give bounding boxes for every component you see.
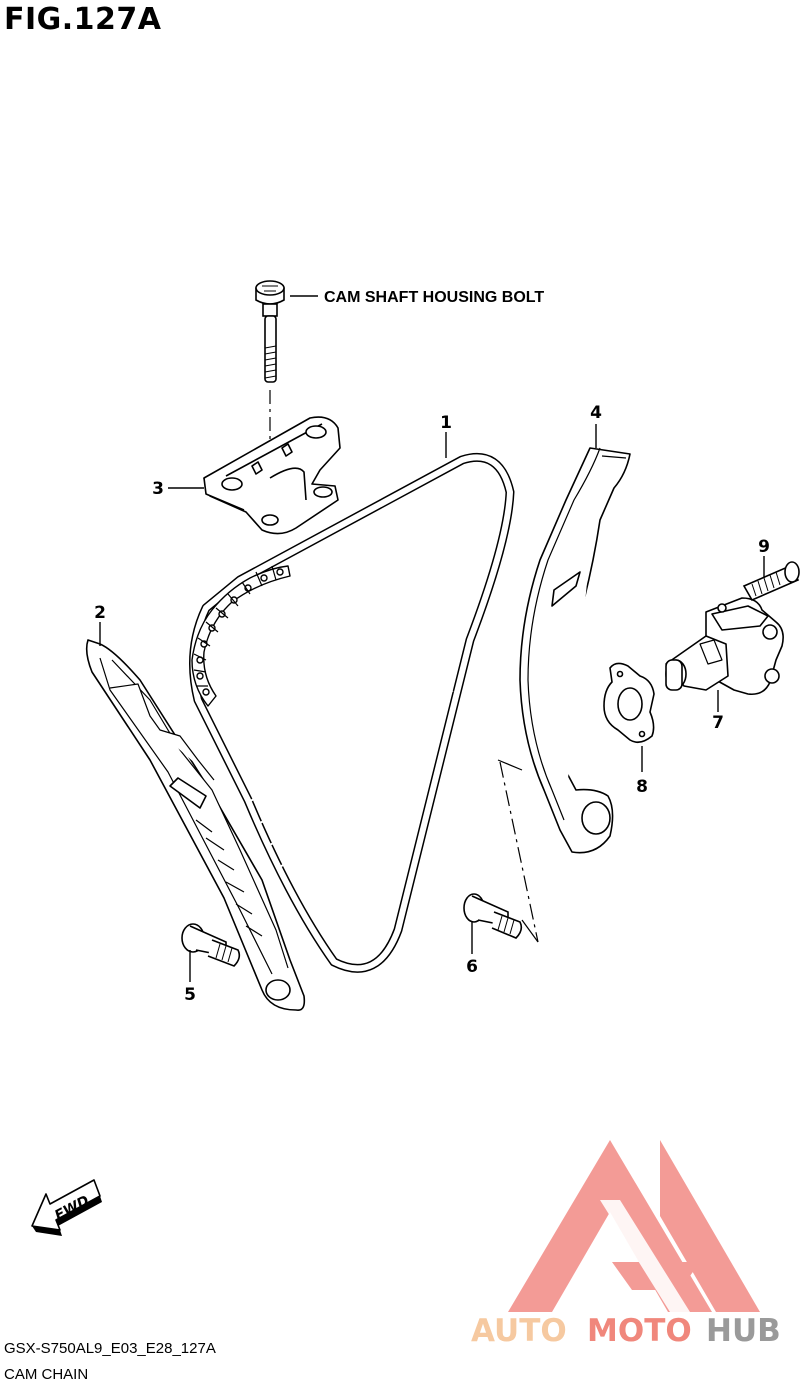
bolt-annotation: CAM SHAFT HOUSING BOLT: [324, 289, 544, 306]
figure-title: FIG.127A: [4, 2, 162, 37]
callout-4: 4: [590, 403, 602, 423]
callout-2: 2: [94, 603, 106, 623]
watermark-hub: HUB: [706, 1313, 781, 1349]
callout-7: 7: [712, 713, 724, 733]
part-4-tensioner-arm: [519, 447, 631, 854]
part-7-tensioner-adjuster: [665, 597, 784, 696]
part-2-chain-guide: [85, 639, 306, 1012]
callout-6: 6: [466, 957, 478, 977]
part-8-gasket: [603, 662, 655, 744]
watermark-auto: AUTO: [471, 1313, 567, 1349]
section-name: CAM CHAIN: [4, 1366, 89, 1383]
part-6-bolt: [463, 893, 523, 939]
watermark-text: AUTO MOTO HUB: [471, 1313, 781, 1349]
part-1-cam-chain: [189, 452, 515, 973]
callout-1: 1: [440, 413, 452, 433]
callout-5: 5: [184, 985, 196, 1005]
callout-9: 9: [758, 537, 770, 557]
part-5-bolt: [181, 923, 241, 967]
callout-3: 3: [152, 479, 164, 499]
alignment-lines: [497, 759, 539, 943]
watermark-moto: MOTO: [587, 1313, 692, 1349]
callout-8: 8: [636, 777, 648, 797]
model-code: GSX-S750AL9_E03_E28_127A: [4, 1340, 216, 1357]
fwd-arrow-icon: [31, 1179, 102, 1236]
part-3-bracket: [203, 416, 341, 535]
cam-shaft-housing-bolt: [255, 280, 285, 383]
part-9-bolt: [742, 561, 800, 602]
watermark-logo-icon: [508, 1140, 760, 1312]
